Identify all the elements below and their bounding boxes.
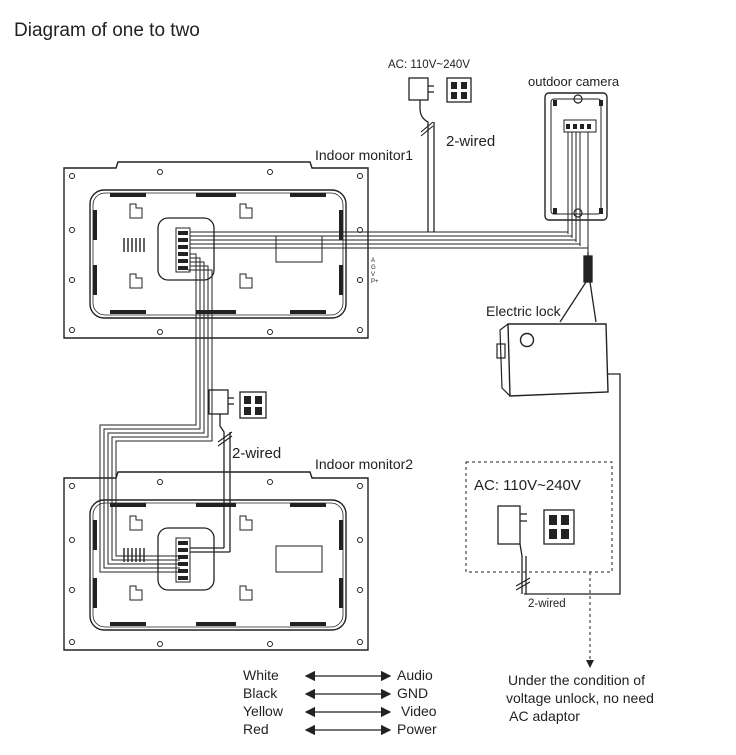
outdoor-camera-label: outdoor camera [528,74,620,89]
legend-wire-red: Red [243,721,269,737]
legend-signal-audio: Audio [397,667,433,683]
terminal-v: V [371,272,375,278]
note-line-2: voltage unlock, no need [506,690,654,706]
power-adapter-icon [408,77,434,108]
two-wired-label-top: 2-wired [446,133,495,150]
legend-signal-video: Video [401,703,437,719]
legend-wire-yellow: Yellow [243,703,284,719]
indoor-monitor-2 [63,471,369,651]
indoor-monitor-1 [63,161,369,339]
legend-wire-black: Black [243,685,278,701]
wall-socket-icon-2 [239,391,267,419]
indoor-monitor-2-label: Indoor monitor2 [315,456,413,472]
two-wired-label-box: 2-wired [528,598,566,610]
wall-socket-icon-3 [543,509,575,545]
electric-lock-icon [496,323,609,397]
ac-label-top: AC: 110V~240V [388,59,470,71]
wire-legend: White Audio Black GND Yellow Video Red P… [243,667,437,737]
note-line-1: Under the condition of [508,672,645,688]
legend-signal-power: Power [397,721,437,737]
indoor-monitor-1-label: Indoor monitor1 [315,147,413,163]
terminal-g: G [371,265,376,271]
wall-socket-icon [446,77,472,103]
power-adapter-icon-3 [497,505,527,557]
legend-wire-white: White [243,667,279,683]
two-wired-label-mid: 2-wired [232,445,281,462]
power-adapter-icon-2 [208,389,234,415]
ac-label-box: AC: 110V~240V [474,477,581,494]
electric-lock-label: Electric lock [486,303,562,319]
legend-signal-gnd: GND [397,685,428,701]
diagram-title: Diagram of one to two [14,20,200,41]
terminal-a: A [371,258,375,264]
note-line-3: AC adaptor [506,708,580,724]
optional-ac-box [465,461,613,573]
terminal-p: P+ [371,279,379,285]
